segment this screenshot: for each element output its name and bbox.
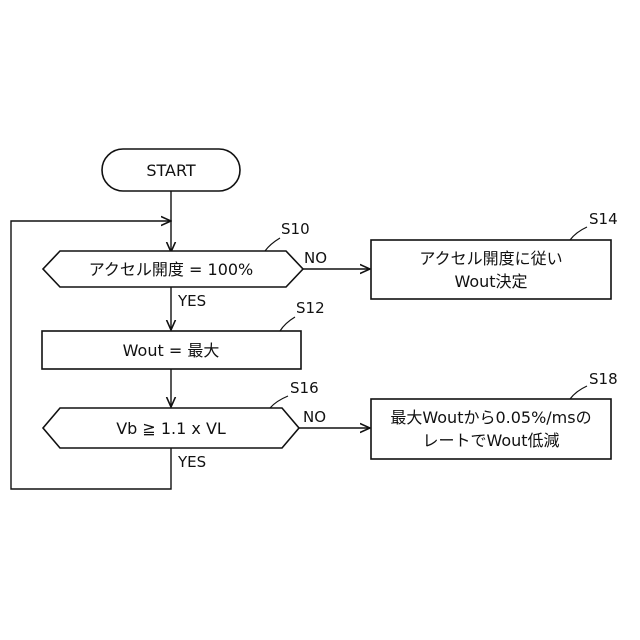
s18-leader-line — [570, 386, 587, 399]
s12-action: Wout = 最大 — [123, 341, 220, 360]
s16-step-label: S16 — [290, 379, 319, 397]
s10-yes-label: YES — [177, 292, 206, 310]
s16-yes-label: YES — [177, 453, 206, 471]
s16-condition: Vb ≧ 1.1 x VL — [116, 419, 226, 438]
s18-line1: 最大Woutから0.05%/msの — [390, 408, 591, 427]
s10-condition: アクセル開度 = 100% — [89, 260, 254, 279]
s14-line2: Wout決定 — [454, 272, 527, 291]
s12-leader-line — [280, 317, 295, 331]
s18-line2: レートでWout低減 — [422, 431, 559, 450]
s16-no-label: NO — [303, 408, 326, 426]
s18-step-label: S18 — [589, 370, 618, 388]
s14-step-label: S14 — [589, 210, 618, 228]
s10-leader-line — [265, 238, 280, 251]
start-label: START — [146, 161, 196, 180]
s10-step-label: S10 — [281, 220, 310, 238]
s14-line1: アクセル開度に従い — [419, 249, 562, 268]
s10-no-label: NO — [304, 249, 327, 267]
s12-step-label: S12 — [296, 299, 325, 317]
s16-leader-line — [270, 396, 288, 408]
s14-leader-line — [570, 227, 587, 240]
